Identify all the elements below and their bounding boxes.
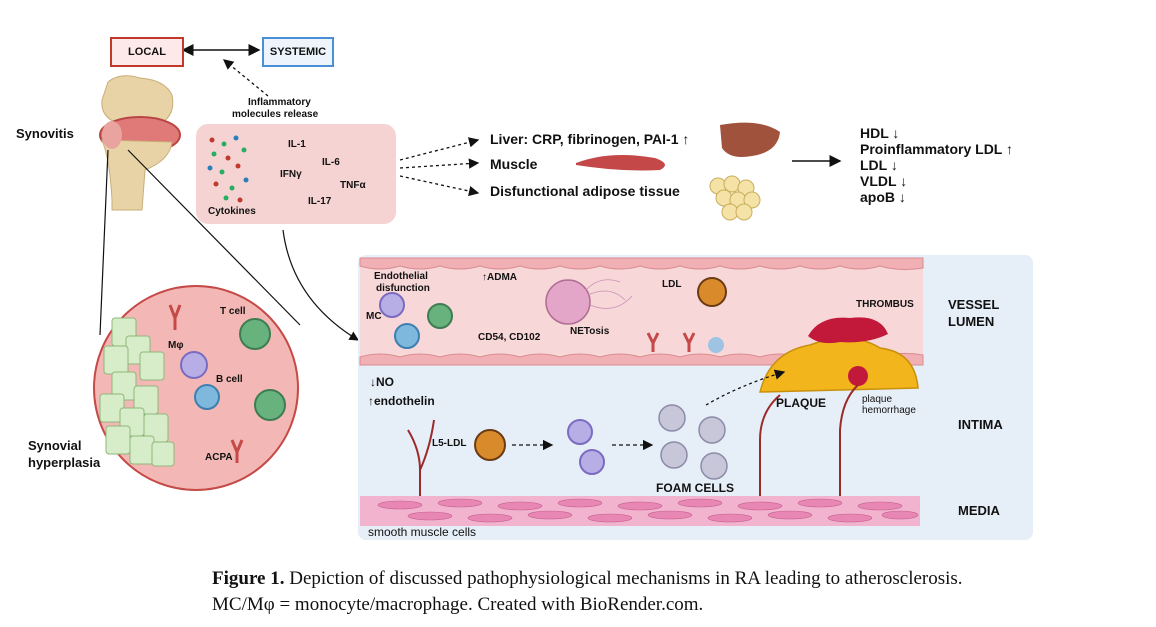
acpa-label: ACPA (205, 452, 233, 463)
cytokine-il17: IL-17 (308, 196, 332, 207)
t-cell-label: T cell (220, 306, 246, 317)
adipose-icon (709, 175, 761, 221)
zoom-line-left (99, 149, 109, 336)
media-label: MEDIA (958, 503, 1000, 518)
hyperplasia-label-1: Synovial (28, 438, 82, 453)
lipid-apob: apoB ↓ (860, 189, 906, 205)
cytokine-il1: IL-1 (288, 139, 306, 150)
caption-line-1: Depiction of discussed pathophysiologica… (284, 568, 963, 589)
foam-to-plaque-arrow (705, 369, 786, 406)
t-cell-icon (239, 318, 271, 350)
thrombus-label: THROMBUS (856, 299, 914, 310)
intima-label: INTIMA (958, 417, 1003, 432)
lymphocyte-icon (427, 303, 453, 329)
monocyte-icon (394, 323, 420, 349)
muscle-icon (576, 154, 665, 171)
netosis-icon (545, 279, 591, 325)
systemic-box: SYSTEMIC (262, 37, 334, 67)
platelet-icon (708, 337, 724, 353)
vasa-vasorum (407, 384, 859, 505)
caption-label: Figure 1. (212, 568, 285, 589)
liver-icon (720, 122, 780, 157)
endothelial-label-1: Endothelial (374, 271, 428, 282)
antibody-vessel-icons (646, 332, 696, 352)
l5-ldl-icon (474, 429, 506, 461)
target-muscle: Muscle (490, 156, 538, 172)
b-cell-icon (194, 384, 220, 410)
lumen-label-2: LUMEN (948, 314, 995, 329)
synovitis-label: Synovitis (16, 126, 74, 141)
mc-cell-icon (379, 292, 405, 318)
lipid-vldl: VLDL ↓ (860, 173, 908, 189)
zoom-line-right (127, 149, 301, 326)
cytokine-dots (207, 135, 249, 203)
cytokine-to-vessel-arrow (282, 229, 360, 341)
smooth-muscle-label: smooth muscle cells (368, 525, 477, 539)
mc-label: MC (366, 311, 382, 322)
release-label-1: Inflammatory (248, 97, 311, 108)
l5ldl-label: L5-LDL (432, 438, 467, 449)
endothelin-label: ↑endothelin (368, 394, 435, 408)
cytokine-tnf: TNFα (340, 180, 366, 191)
hemorrhage-label-1: plaque (862, 394, 893, 405)
cytokine-il6: IL-6 (322, 157, 340, 168)
macrophage-label: Mφ (168, 340, 184, 351)
lumen-label-1: VESSEL (948, 297, 1000, 312)
b-cell-label: B cell (216, 374, 243, 385)
plaque-label: PLAQUE (776, 396, 827, 410)
hemorrhage-label-2: hemorrhage (862, 405, 916, 416)
cell-icon (254, 389, 286, 421)
monocyte-intima-2 (579, 449, 605, 475)
endothelium-top (359, 257, 924, 271)
lipid-pro-ldl: Proinflammatory LDL ↑ (860, 141, 1013, 157)
thrombus-shape (808, 317, 888, 344)
arrow-muscle (399, 158, 480, 169)
figure-caption: Figure 1. Depiction of discussed pathoph… (212, 566, 1142, 618)
local-box: LOCAL (110, 37, 184, 67)
caption-line-2: MC/Mφ = monocyte/macrophage. Created wit… (212, 594, 704, 615)
hemorrhage-shape (848, 366, 868, 386)
knee-joint-illustration (99, 75, 181, 211)
cytokine-title: Cytokines (208, 206, 256, 217)
cytokine-ifn: IFNγ (280, 169, 302, 180)
foam-cells-label: FOAM CELLS (656, 481, 734, 495)
hyperplasia-label-2: hyperplasia (28, 455, 101, 470)
release-label-2: molecules release (232, 109, 319, 120)
monocyte-intima-1 (567, 419, 593, 445)
cd-label: CD54, CD102 (478, 332, 541, 343)
arrow-adipose (399, 175, 480, 197)
smooth-muscle-cells (377, 498, 919, 523)
lipid-ldl: LDL ↓ (860, 157, 898, 173)
endothelial-label-2: disfunction (376, 283, 430, 294)
macrophage-icon (180, 351, 208, 379)
adma-label: ↑ADMA (482, 272, 517, 283)
netosis-label: NETosis (570, 326, 610, 337)
ldl-label: LDL (662, 279, 682, 290)
arrow-liver (399, 137, 480, 161)
antibody-icon (168, 304, 244, 463)
ldl-particle-icon (697, 277, 727, 307)
no-label: ↓NO (370, 375, 394, 389)
synoviocyte-grid (99, 317, 175, 467)
target-liver: Liver: CRP, fibrinogen, PAI-1 ↑ (490, 131, 690, 147)
foam-cells (658, 404, 728, 480)
lipid-hdl: HDL ↓ (860, 125, 900, 141)
target-adipose: Disfunctional adipose tissue (490, 183, 680, 199)
net-strands (585, 279, 633, 309)
